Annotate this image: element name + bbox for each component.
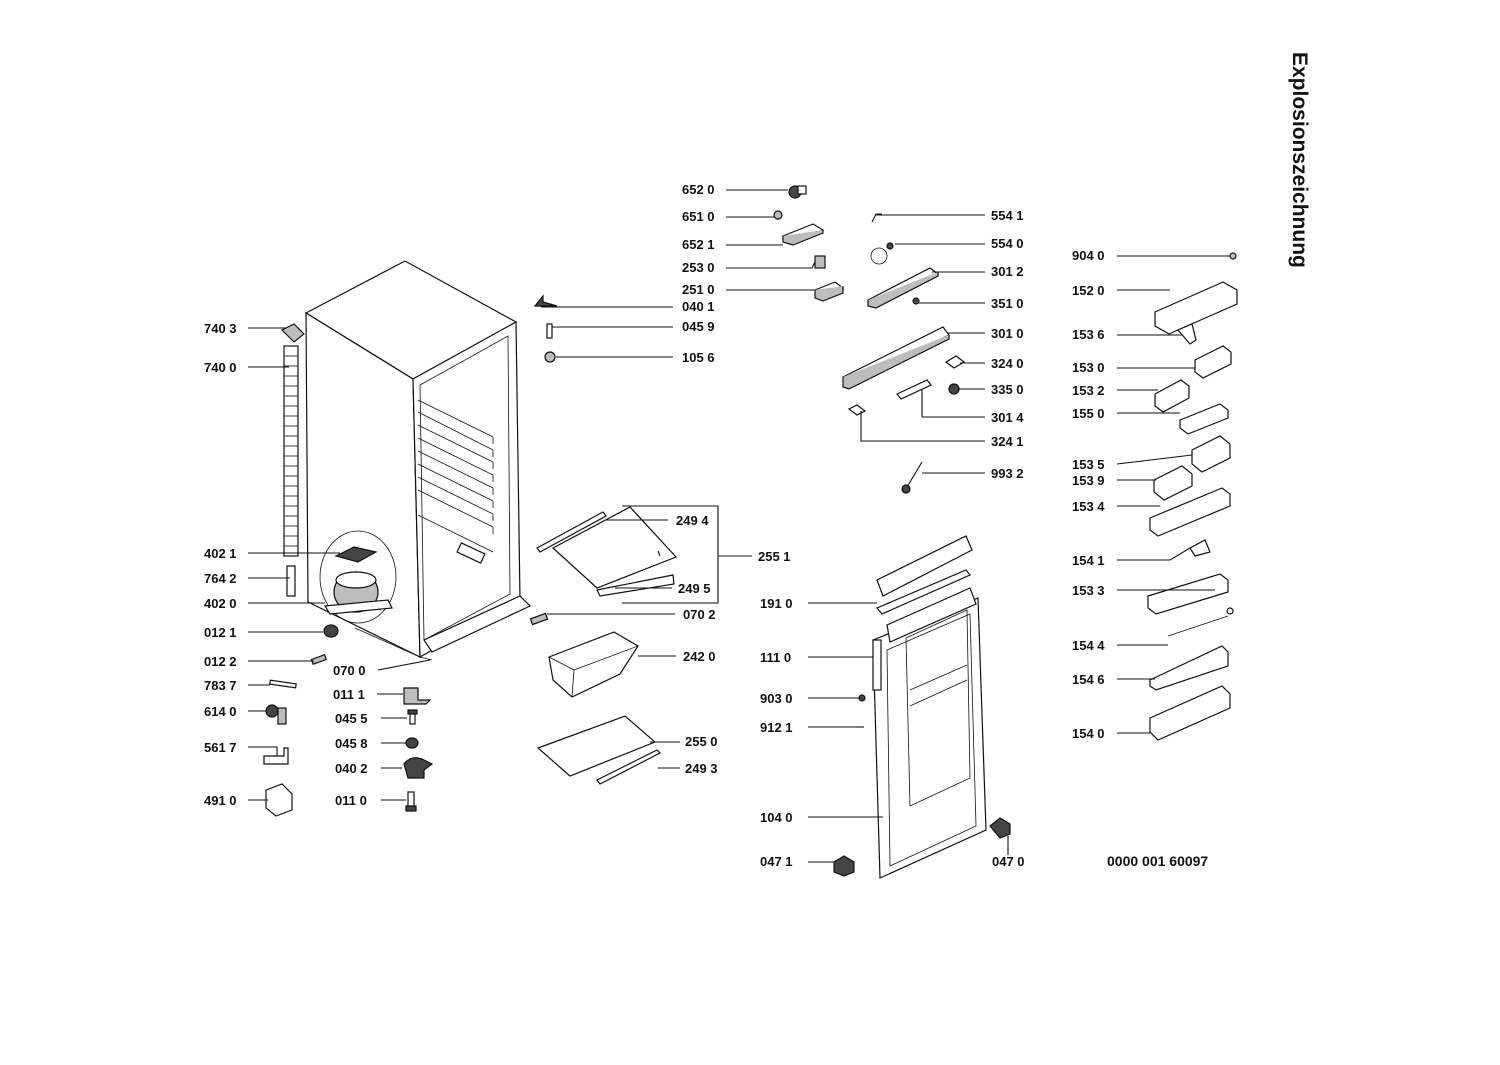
part-label: 652 1: [682, 237, 715, 252]
part-label: 045 5: [335, 711, 368, 726]
part-label: 253 0: [682, 260, 715, 275]
part-label: 912 1: [760, 720, 793, 735]
part-label: 191 0: [760, 596, 793, 611]
part-label: 554 1: [991, 208, 1024, 223]
part-label: 154 6: [1072, 672, 1105, 687]
top-parts-drawing: [533, 185, 966, 494]
part-label: 249 5: [678, 581, 711, 596]
part-label: 324 1: [991, 434, 1024, 449]
part-label: 152 0: [1072, 283, 1105, 298]
cabinet-drawing: [304, 260, 532, 661]
part-label: 011 1: [333, 687, 365, 702]
part-label: 153 2: [1072, 383, 1105, 398]
part-label: 047 1: [760, 854, 793, 869]
door-drawing: [833, 535, 1011, 879]
part-label: 491 0: [204, 793, 237, 808]
small-parts-left: [263, 612, 549, 817]
part-label: 153 0: [1072, 360, 1105, 375]
part-label: 652 0: [682, 182, 715, 197]
part-label: 154 1: [1072, 553, 1105, 568]
part-label: 614 0: [204, 704, 237, 719]
part-label: 301 2: [991, 264, 1024, 279]
part-label: 242 0: [683, 649, 716, 664]
part-label: 153 3: [1072, 583, 1105, 598]
part-label: 402 0: [204, 596, 237, 611]
part-label: 070 0: [333, 663, 366, 678]
part-label: 335 0: [991, 382, 1024, 397]
part-label: 301 0: [991, 326, 1024, 341]
part-label: 011 0: [335, 793, 367, 808]
part-label: 255 0: [685, 734, 718, 749]
part-label: 045 8: [335, 736, 368, 751]
part-label: 153 9: [1072, 473, 1105, 488]
part-label: 153 4: [1072, 499, 1105, 514]
part-label: 111 0: [760, 650, 791, 665]
part-label: 012 1: [204, 625, 237, 640]
condenser-drawing: [280, 323, 305, 597]
part-label: 651 0: [682, 209, 715, 224]
part-label: 740 0: [204, 360, 237, 375]
part-label: 351 0: [991, 296, 1024, 311]
part-label: 402 1: [204, 546, 237, 561]
part-label: 153 5: [1072, 457, 1105, 472]
part-label: 104 0: [760, 810, 793, 825]
part-label: 561 7: [204, 740, 237, 755]
part-label: 153 6: [1072, 327, 1105, 342]
part-label: 154 4: [1072, 638, 1105, 653]
part-label: 040 1: [682, 299, 715, 314]
compressor-drawing: [319, 530, 397, 624]
part-label: 764 2: [204, 571, 237, 586]
part-label: 249 3: [685, 761, 718, 776]
part-label: 324 0: [991, 356, 1024, 371]
part-label: 783 7: [204, 678, 237, 693]
part-label: 255 1: [758, 549, 791, 564]
part-label: 105 6: [682, 350, 715, 365]
door-bins-drawing: [1147, 252, 1238, 741]
leader-lines: [248, 189, 1230, 863]
part-label: 070 2: [683, 607, 716, 622]
part-label: 903 0: [760, 691, 793, 706]
diagram-title: Explosionszeichnung: [1288, 52, 1311, 268]
document-number: 0000 001 60097: [1107, 853, 1208, 869]
part-label: 740 3: [204, 321, 237, 336]
part-label: 154 0: [1072, 726, 1105, 741]
part-label: 993 2: [991, 466, 1024, 481]
part-label: 904 0: [1072, 248, 1105, 263]
part-label: 249 4: [676, 513, 709, 528]
part-label: 045 9: [682, 319, 715, 334]
part-label: 047 0: [992, 854, 1025, 869]
part-label: 301 4: [991, 410, 1024, 425]
part-label: 012 2: [204, 654, 237, 669]
part-labels: 652 0 651 0 652 1 253 0 251 0 040 1 045 …: [204, 182, 1105, 869]
part-label: 155 0: [1072, 406, 1105, 421]
part-label: 040 2: [335, 761, 368, 776]
shelves-drawing: [536, 506, 678, 785]
part-label: 251 0: [682, 282, 715, 297]
part-label: 554 0: [991, 236, 1024, 251]
